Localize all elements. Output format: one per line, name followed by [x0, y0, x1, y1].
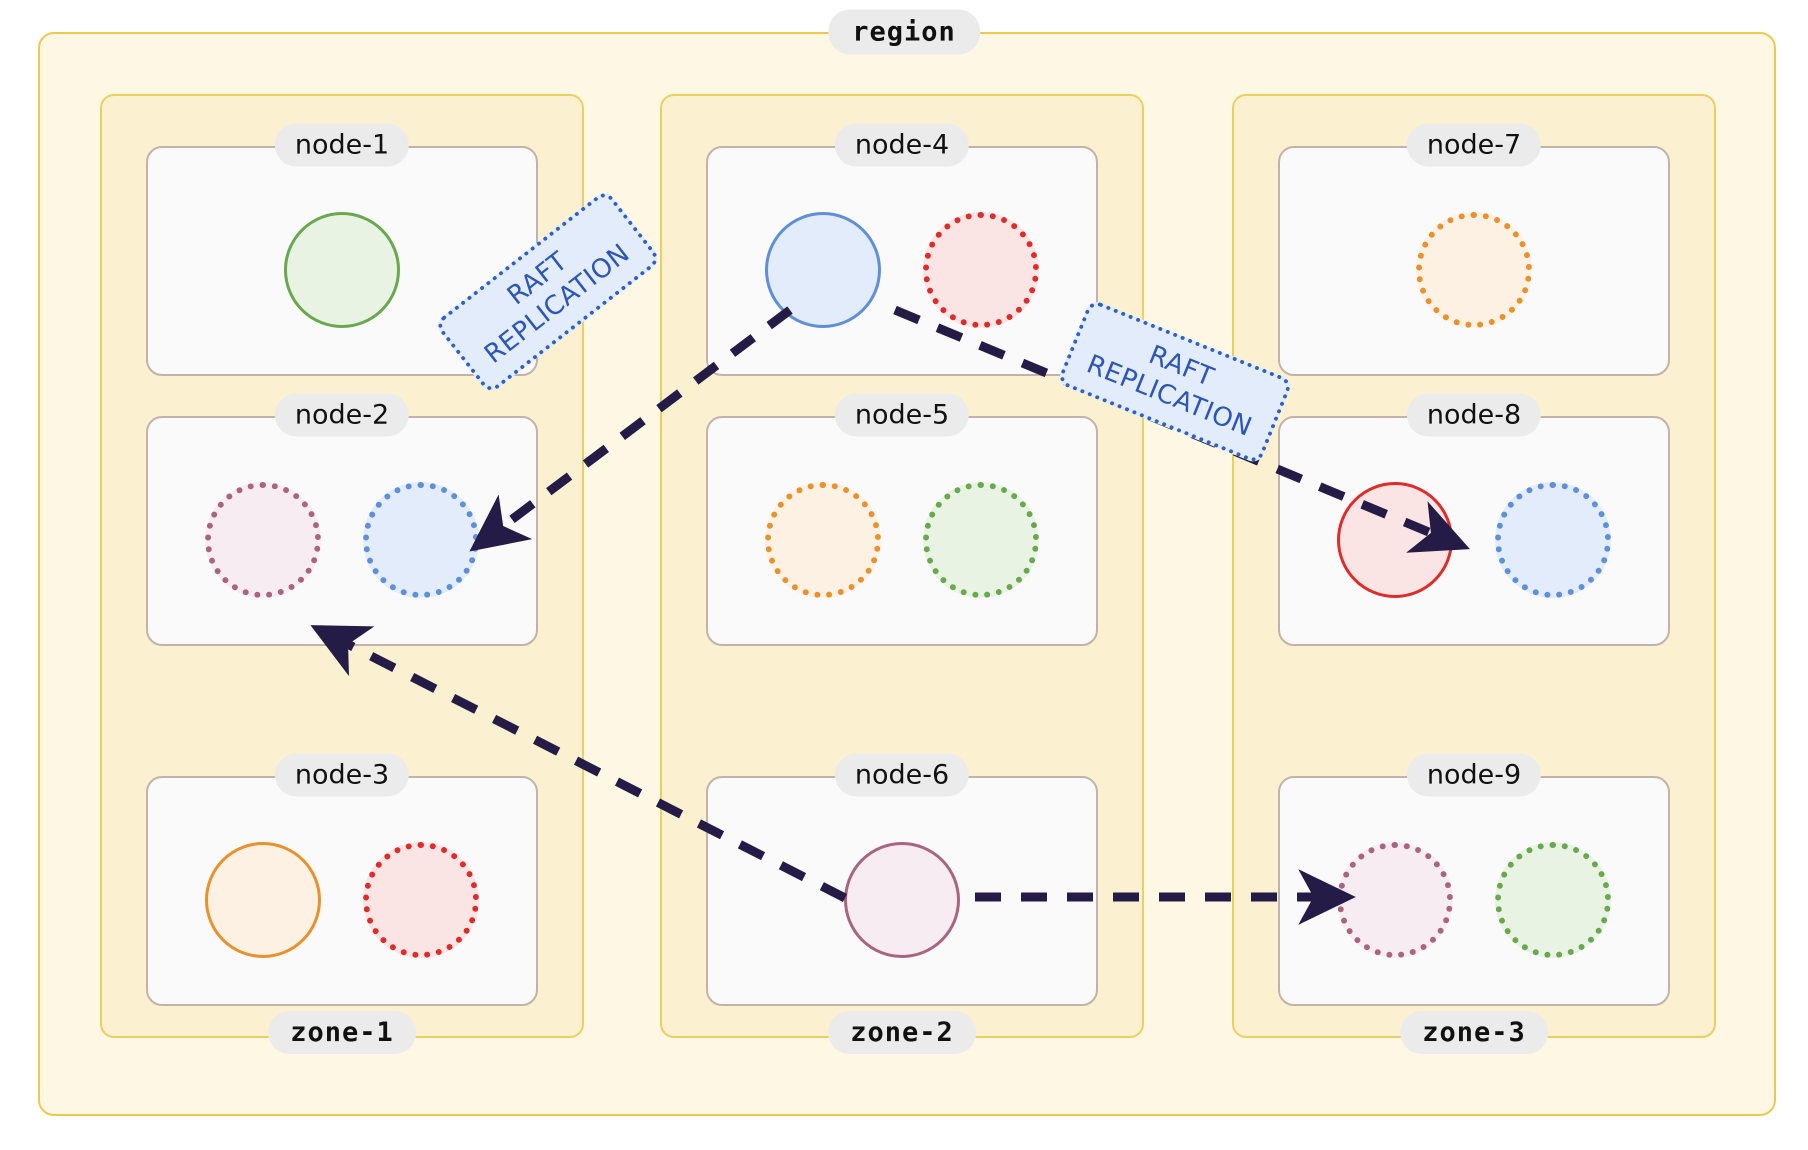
shard-orange-dotted: [765, 482, 881, 598]
shard-row: [1280, 778, 1668, 1004]
node-label-node-2: node-2: [274, 393, 410, 437]
region-label: region: [828, 9, 980, 55]
shard-red-dotted: [363, 842, 479, 958]
node-container-node-2: node-2: [146, 393, 538, 646]
shard-row: [708, 778, 1096, 1004]
shard-row: [148, 778, 536, 1004]
shard-green-dotted: [923, 482, 1039, 598]
node-label-node-3: node-3: [274, 753, 410, 797]
shard-row: [708, 148, 1096, 374]
node-container-node-7: node-7: [1278, 123, 1670, 376]
node-label-node-4: node-4: [834, 123, 970, 167]
shard-green-solid: [284, 212, 400, 328]
node-container-node-5: node-5: [706, 393, 1098, 646]
shard-green-dotted: [1495, 842, 1611, 958]
shard-red-dotted: [923, 212, 1039, 328]
shard-row: [1280, 148, 1668, 374]
node-label-node-7: node-7: [1406, 123, 1542, 167]
zone-label-2: zone-2: [828, 1011, 976, 1054]
zone-label-1: zone-1: [268, 1011, 416, 1054]
shard-row: [708, 418, 1096, 644]
shard-orange-dotted: [1416, 212, 1532, 328]
shard-purple-solid: [844, 842, 960, 958]
shard-row: [148, 148, 536, 374]
shard-row: [148, 418, 536, 644]
shard-blue-solid: [765, 212, 881, 328]
shard-red-solid: [1337, 482, 1453, 598]
shard-row: [1280, 418, 1668, 644]
shard-purple-dotted: [1337, 842, 1453, 958]
node-container-node-9: node-9: [1278, 753, 1670, 1006]
shard-blue-dotted: [1495, 482, 1611, 598]
node-label-node-9: node-9: [1406, 753, 1542, 797]
zone-label-3: zone-3: [1400, 1011, 1548, 1054]
node-label-node-6: node-6: [834, 753, 970, 797]
node-label-node-8: node-8: [1406, 393, 1542, 437]
node-container-node-4: node-4: [706, 123, 1098, 376]
node-container-node-8: node-8: [1278, 393, 1670, 646]
node-container-node-6: node-6: [706, 753, 1098, 1006]
node-label-node-5: node-5: [834, 393, 970, 437]
shard-purple-dotted: [205, 482, 321, 598]
node-label-node-1: node-1: [274, 123, 410, 167]
shard-blue-dotted: [363, 482, 479, 598]
shard-orange-solid: [205, 842, 321, 958]
node-container-node-3: node-3: [146, 753, 538, 1006]
